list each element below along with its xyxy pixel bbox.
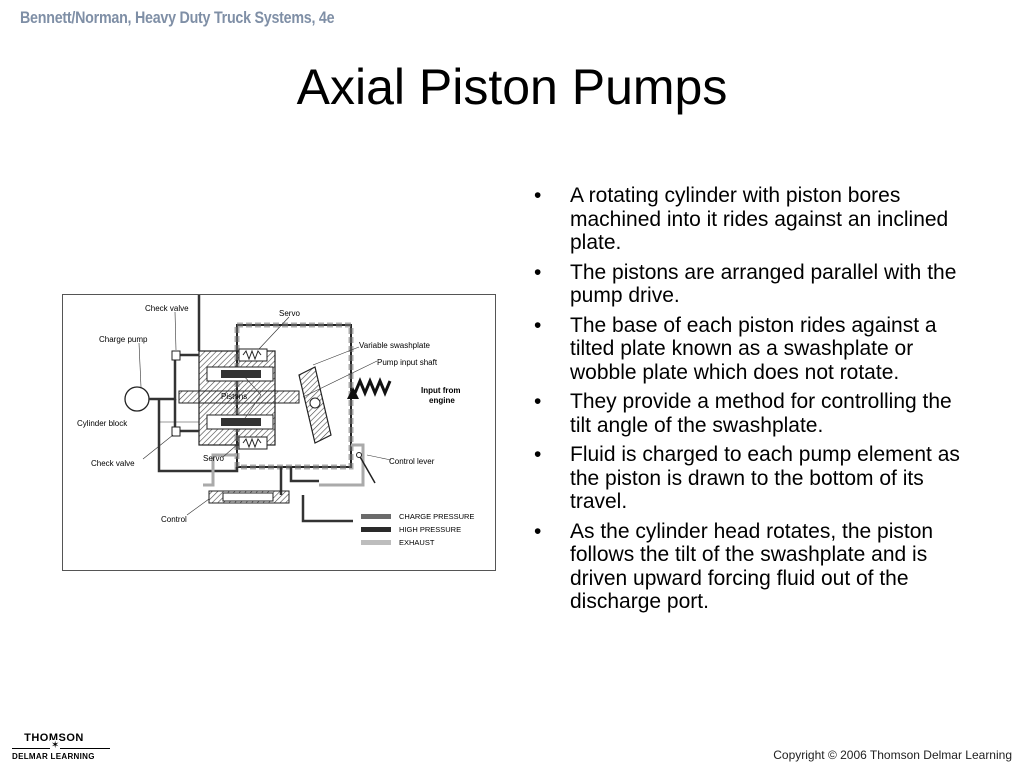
swashplate-pivot — [309, 397, 321, 409]
label-input-from-engine-2: engine — [429, 396, 455, 405]
diagram-svg: Check valve Charge pump Servo Variable s… — [77, 295, 474, 547]
legend-swatch-high — [361, 527, 391, 532]
logo-top-text: THOMSON — [24, 732, 84, 744]
control-spool — [222, 492, 274, 502]
bullet-item: They provide a method for controlling th… — [532, 390, 972, 437]
bullet-item: As the cylinder head rotates, the piston… — [532, 520, 972, 614]
copyright-notice: Copyright © 2006 Thomson Delmar Learning — [773, 748, 1012, 762]
label-input-from-engine-1: Input from — [421, 386, 461, 395]
check-valve-bottom-symbol — [171, 426, 181, 437]
thomson-delmar-logo: THOMSON ✶ DELMAR LEARNING — [12, 732, 112, 761]
logo-bottom-text: DELMAR LEARNING — [12, 752, 95, 761]
label-charge-pump: Charge pump — [99, 335, 148, 344]
slide-title: Axial Piston Pumps — [296, 59, 728, 115]
leader-lines — [138, 311, 392, 516]
bullet-item: The base of each piston rides against a … — [532, 314, 972, 385]
logo-divider: ✶ — [12, 740, 110, 752]
check-valve-top-symbol — [171, 350, 181, 361]
piston-top — [221, 370, 261, 378]
legend-label-high: HIGH PRESSURE — [399, 525, 461, 534]
label-variable-swashplate: Variable swashplate — [359, 341, 431, 350]
engine-input-arrowhead — [347, 387, 359, 399]
diagram-legend: CHARGE PRESSURE HIGH PRESSURE EXHAUST — [361, 512, 474, 547]
legend-swatch-exhaust — [361, 540, 391, 545]
engine-input-wave — [353, 377, 392, 397]
bullet-item: The pistons are arranged parallel with t… — [532, 261, 972, 308]
servo-spring-bottom — [242, 437, 262, 449]
star-icon: ✶ — [50, 740, 61, 751]
label-servo-top: Servo — [279, 309, 300, 318]
label-control: Control — [161, 515, 187, 524]
pump-shaft — [178, 390, 300, 404]
charge-pump-symbol — [124, 386, 150, 412]
legend-label-exhaust: EXHAUST — [399, 538, 435, 547]
legend-swatch-charge — [361, 514, 391, 519]
bullet-item: A rotating cylinder with piston bores ma… — [532, 184, 972, 255]
label-pump-input-shaft: Pump input shaft — [377, 358, 438, 367]
label-servo-bottom: Servo — [203, 454, 224, 463]
bullet-list: A rotating cylinder with piston bores ma… — [532, 184, 972, 620]
label-cylinder-block: Cylinder block — [77, 419, 128, 428]
label-pistons: Pistons — [221, 392, 247, 401]
legend-label-charge: CHARGE PRESSURE — [399, 512, 474, 521]
control-lever-pivot — [356, 452, 362, 458]
servo-spring-top — [242, 349, 262, 361]
control-lever-line — [358, 454, 376, 484]
book-reference: Bennett/Norman, Heavy Duty Truck Systems… — [20, 8, 335, 27]
label-control-lever: Control lever — [389, 457, 435, 466]
bullet-item: Fluid is charged to each pump element as… — [532, 443, 972, 514]
piston-bottom — [221, 418, 261, 426]
label-check-valve-bottom: Check valve — [91, 459, 135, 468]
label-check-valve-top: Check valve — [145, 304, 189, 313]
axial-piston-pump-diagram: Check valve Charge pump Servo Variable s… — [62, 294, 496, 571]
